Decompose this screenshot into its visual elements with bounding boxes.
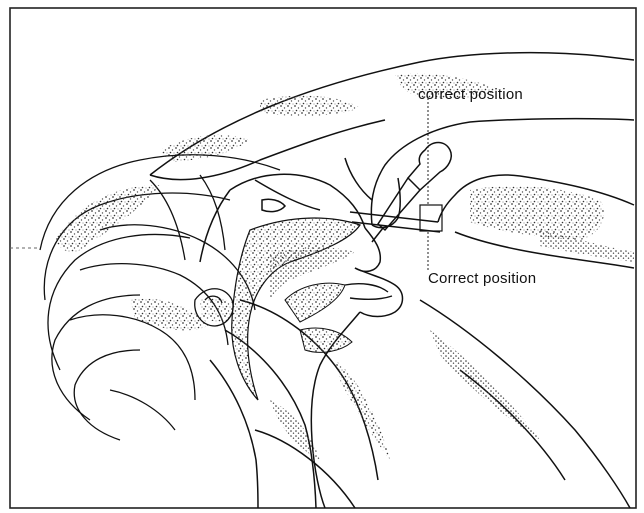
mouth [345, 284, 392, 300]
upper-correct-position-label: correct position [418, 86, 523, 103]
lower-correct-position-label: Correct position [428, 270, 536, 287]
